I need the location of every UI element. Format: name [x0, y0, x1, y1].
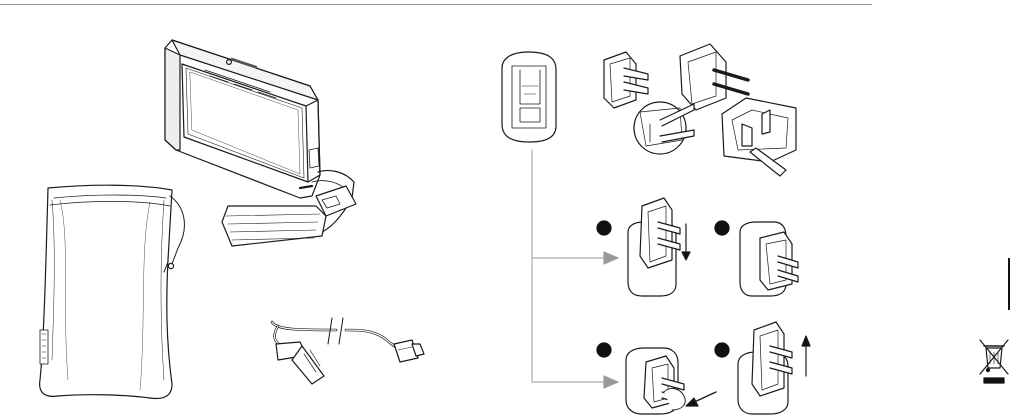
usb-cable-illustration: [272, 318, 424, 384]
step-2-marker: [715, 221, 729, 235]
step-1-marker: [597, 221, 611, 235]
uk-plug-adapter-illustration: [722, 98, 796, 176]
crossed-out-wheelie-bin-icon: [980, 340, 1008, 383]
pouch-illustration: [40, 185, 185, 398]
step-4-marker: [715, 343, 729, 357]
step-1-illustration: [597, 198, 690, 296]
speaker-illustration: [165, 40, 356, 246]
step-3-illustration: [597, 343, 716, 414]
step-3-marker: [597, 343, 611, 357]
step-4-illustration: [715, 322, 810, 414]
au-plug-adapter-illustration: [634, 102, 694, 154]
step-2-illustration: [715, 221, 798, 296]
eu-plug-adapter-illustration: [680, 44, 748, 110]
power-adapter-illustration: [502, 52, 556, 142]
us-plug-adapter-illustration: [604, 52, 648, 108]
